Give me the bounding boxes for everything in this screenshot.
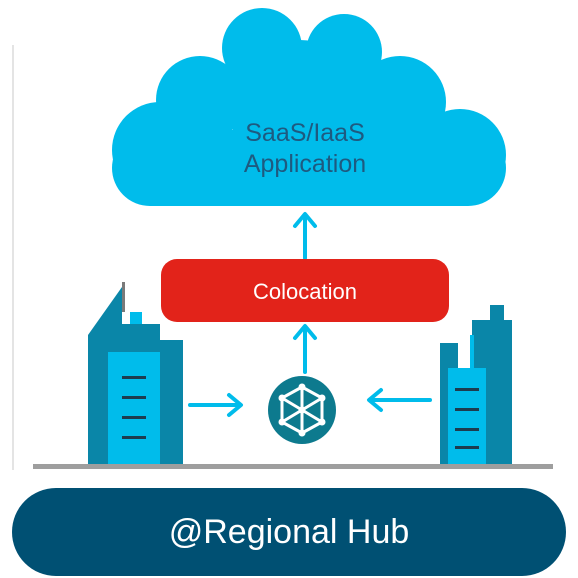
cloud-label-line2: Application: [243, 150, 367, 178]
right-buildings-icon: [440, 305, 512, 465]
ground-line: [33, 464, 553, 469]
arrow-colocation-to-cloud: [293, 212, 317, 260]
colocation-label: Colocation: [253, 279, 357, 304]
regional-hub-banner: [12, 488, 566, 576]
colocation-box: [161, 259, 449, 322]
arrow-left-building-to-hub: [188, 393, 243, 417]
cloud-label: SaaS/IaaS Application: [180, 118, 430, 180]
network-hub-icon: [268, 376, 336, 444]
cloud-icon: [112, 8, 506, 206]
left-buildings-icon: [88, 282, 183, 465]
cloud-label-line1: SaaS/IaaS: [245, 119, 365, 147]
arrow-hub-to-colocation: [293, 324, 317, 374]
regional-hub-label: @Regional Hub: [168, 513, 410, 551]
arrow-right-building-to-hub: [367, 388, 432, 412]
